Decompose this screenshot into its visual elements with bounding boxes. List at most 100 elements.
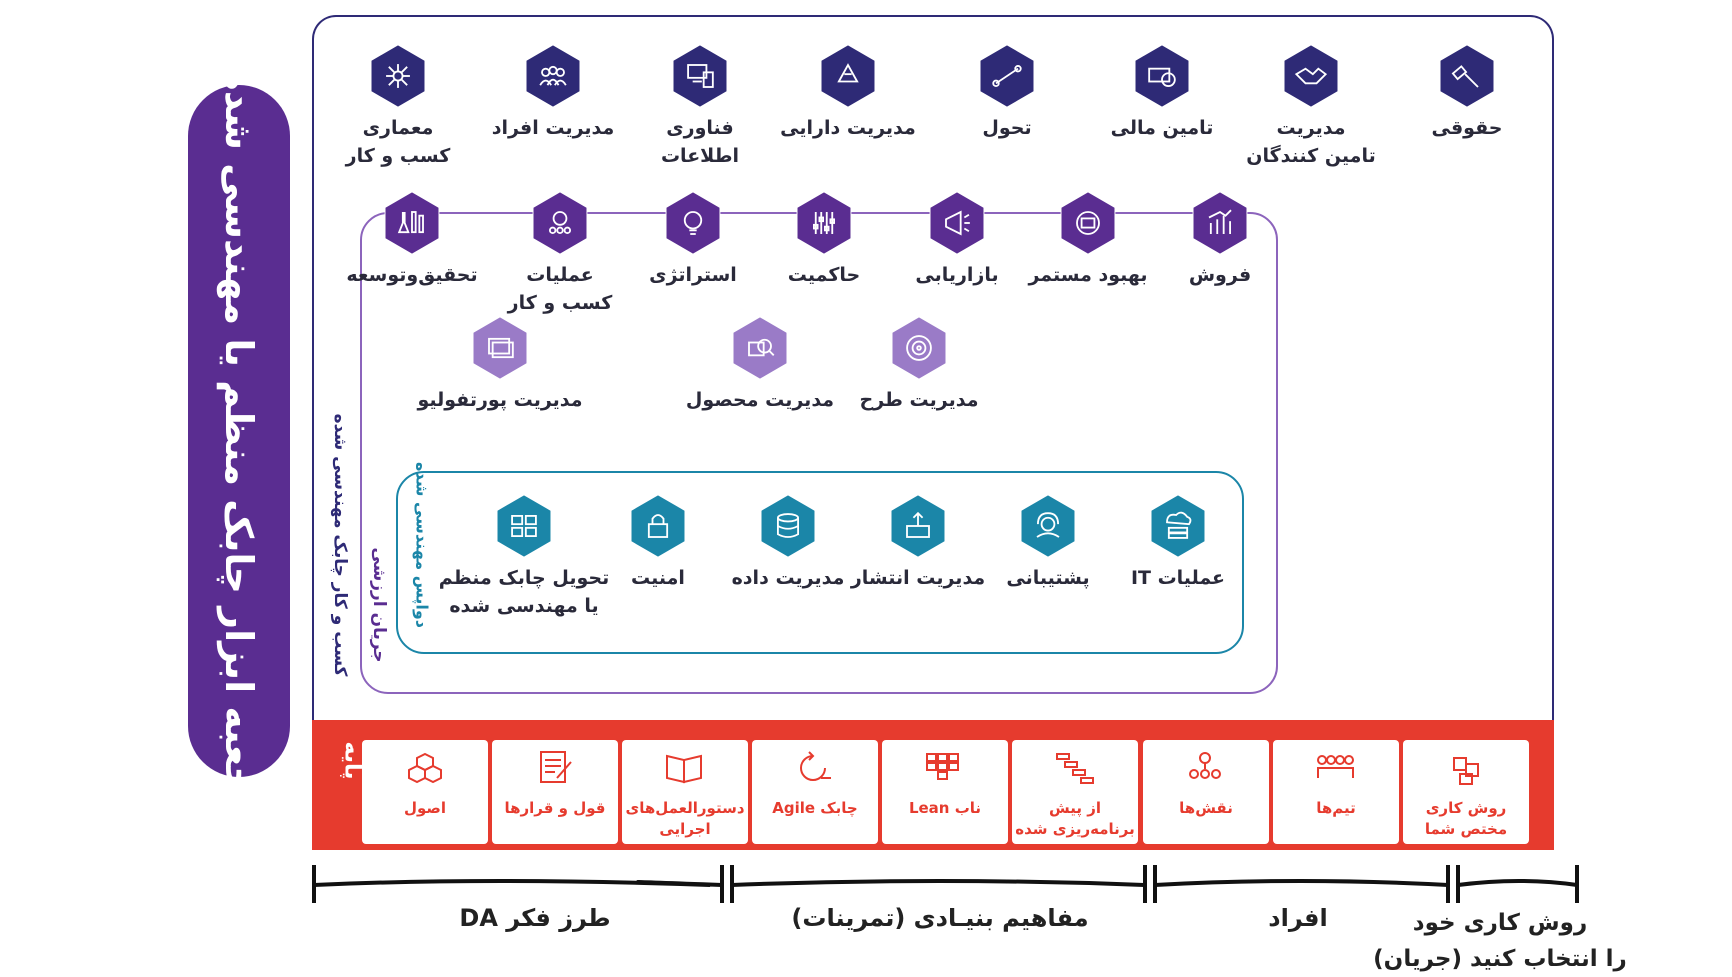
- mid-row-label: استراتژی: [649, 264, 737, 286]
- devops-frame: [396, 471, 1244, 654]
- inner-row-item: عملیات IT: [1088, 493, 1268, 593]
- foundation-card-label: قول و قرارها: [504, 799, 606, 817]
- inner-row-label: مدیریت انتشار: [850, 567, 986, 589]
- transform-icon: [979, 44, 1035, 108]
- side-title: جعبه ابزار چابک منظم یا مهندسی شده: [217, 68, 261, 794]
- foundation-card-label: ناب Lean: [908, 799, 982, 817]
- mid-row-item: استراتژی: [608, 190, 778, 290]
- top-row-item: معماری کسب و کار: [313, 43, 483, 170]
- top-row-item: تامین مالی: [1077, 43, 1247, 143]
- bulb-icon: [665, 191, 721, 255]
- bottom-label-people: افراد: [1268, 904, 1328, 932]
- foundation-card: ناب Lean: [882, 740, 1008, 844]
- mid-row-item: حاکمیت: [739, 190, 909, 290]
- top-row-item: مدیریت دارایی: [763, 43, 933, 143]
- inner-row-item: مدیریت داده: [698, 493, 878, 593]
- gear-people-icon: [532, 191, 588, 255]
- roles-icon: [1189, 752, 1221, 779]
- foundation-card: چابک Agile: [752, 740, 878, 844]
- target-icon: [891, 316, 947, 380]
- lock-icon: [630, 494, 686, 558]
- kanban-icon: [926, 753, 959, 780]
- inner-row-label: عملیات IT: [1130, 567, 1226, 589]
- outer-frame-label: کسب و کار چابک مهندسی شده: [330, 413, 350, 677]
- foundation-card: اصول: [362, 740, 488, 844]
- foundation-card-label: تیم‌ها: [1316, 799, 1356, 817]
- cloud-server-icon: [1150, 494, 1206, 558]
- mid-row-item: عملیات کسب و کار: [475, 190, 645, 317]
- sliders-icon: [796, 191, 852, 255]
- mid-row-label: فروش: [1188, 264, 1252, 286]
- bottom-brackets: [312, 865, 1579, 903]
- bracket-practices: [731, 879, 1146, 887]
- mid-row-label: حاکمیت: [787, 264, 861, 286]
- mid-row-item: بهبود مستمر: [1003, 190, 1173, 290]
- bracket-mindset: [313, 879, 723, 887]
- recycle-icon: [820, 44, 876, 108]
- foundation-card: از پیش برنامه‌ریزی شده: [1012, 740, 1138, 844]
- foundation-card-label: نقش‌ها: [1179, 799, 1233, 817]
- inner-row-item: تحویل چابک منظم یا مهندسی شده: [434, 493, 614, 620]
- top-row-label: مدیریت دارایی: [780, 117, 916, 139]
- top-row-item: حقوقی: [1382, 43, 1552, 143]
- mid-row2-label: مدیریت طرح: [859, 389, 979, 411]
- bottom-label-mindset: طرز فکر DA: [459, 904, 611, 932]
- book-icon: [666, 754, 702, 784]
- hexagons-icon: [408, 752, 442, 784]
- mid-row-item: تحقیق‌وتوسعه: [327, 190, 497, 290]
- bracket-choose: [1457, 879, 1578, 887]
- lab-icon: [384, 191, 440, 255]
- top-row-label: مدیریت افراد: [491, 117, 615, 139]
- delivery-icon: [496, 494, 552, 558]
- inner-row-item: پشتیبانی: [958, 493, 1138, 593]
- mid-row-label: تحقیق‌وتوسعه: [346, 264, 478, 286]
- database-icon: [760, 494, 816, 558]
- inner-row-label: پشتیبانی: [1006, 567, 1090, 589]
- foundation-card: قول و قرارها: [492, 740, 618, 844]
- foundation-card: روش کاری مختص شما: [1403, 740, 1529, 844]
- sales-icon: [1192, 191, 1248, 255]
- handshake-icon: [1283, 44, 1339, 108]
- contract-icon: [540, 751, 572, 783]
- people-icon: [525, 44, 581, 108]
- network-icon: [370, 44, 426, 108]
- team-icon: [1317, 755, 1354, 778]
- top-row-item: مدیریت افراد: [468, 43, 638, 143]
- outer-frame: [312, 15, 1554, 731]
- inner-row-item: مدیریت انتشار: [828, 493, 1008, 593]
- foundation-card: تیم‌ها: [1273, 740, 1399, 844]
- bottom-label-choose: روش کاری خود را انتخاب کنید (جریان): [1373, 910, 1627, 972]
- release-icon: [890, 494, 946, 558]
- top-row-label: تحول: [982, 117, 1032, 139]
- mid-frame-label: جریان ارزشی: [369, 547, 389, 663]
- inner-row-label: امنیت: [631, 567, 685, 589]
- mid-row2-label: مدیریت محصول: [685, 389, 835, 411]
- foundation-card: دستورالعمل‌های اجرایی: [622, 740, 748, 844]
- side-title-bar: جعبه ابزار چابک منظم یا مهندسی شده: [188, 68, 290, 794]
- gavel-icon: [1439, 44, 1495, 108]
- inner-row-label: مدیریت داده: [731, 567, 845, 589]
- computer-icon: [672, 44, 728, 108]
- top-row-label: معماری کسب و کار: [345, 117, 451, 167]
- puzzle-icon: [1453, 757, 1479, 785]
- top-row-item: فناوری اطلاعات: [615, 43, 785, 170]
- top-row-label: فناوری اطلاعات: [660, 117, 740, 167]
- foundation-card-label: چابک Agile: [772, 799, 858, 817]
- mid-row-label: بهبود مستمر: [1028, 264, 1148, 286]
- top-row-item: تحول: [922, 43, 1092, 143]
- top-row-label: تامین مالی: [1110, 117, 1214, 139]
- inner-frame-label: دواپس مهندسی شده: [412, 462, 432, 628]
- foundation-card-label: روش کاری مختص شما: [1424, 799, 1508, 838]
- top-row-label: مدیریت تامین کنندگان: [1246, 117, 1376, 167]
- mid-row-item: فروش: [1135, 190, 1305, 290]
- foundation-card: نقش‌ها: [1143, 740, 1269, 844]
- foundation-card-label: از پیش برنامه‌ریزی شده: [1015, 799, 1135, 838]
- foundation-card-label: دستورالعمل‌های اجرایی: [625, 799, 745, 838]
- product-icon: [732, 316, 788, 380]
- megaphone-icon: [929, 191, 985, 255]
- headset-icon: [1020, 494, 1076, 558]
- foundation-label: پایه: [339, 741, 365, 780]
- top-row-label: حقوقی: [1431, 117, 1503, 139]
- mid-row2-item: مدیریت طرح: [809, 315, 1029, 415]
- mid-row-item: بازاریابی: [872, 190, 1042, 290]
